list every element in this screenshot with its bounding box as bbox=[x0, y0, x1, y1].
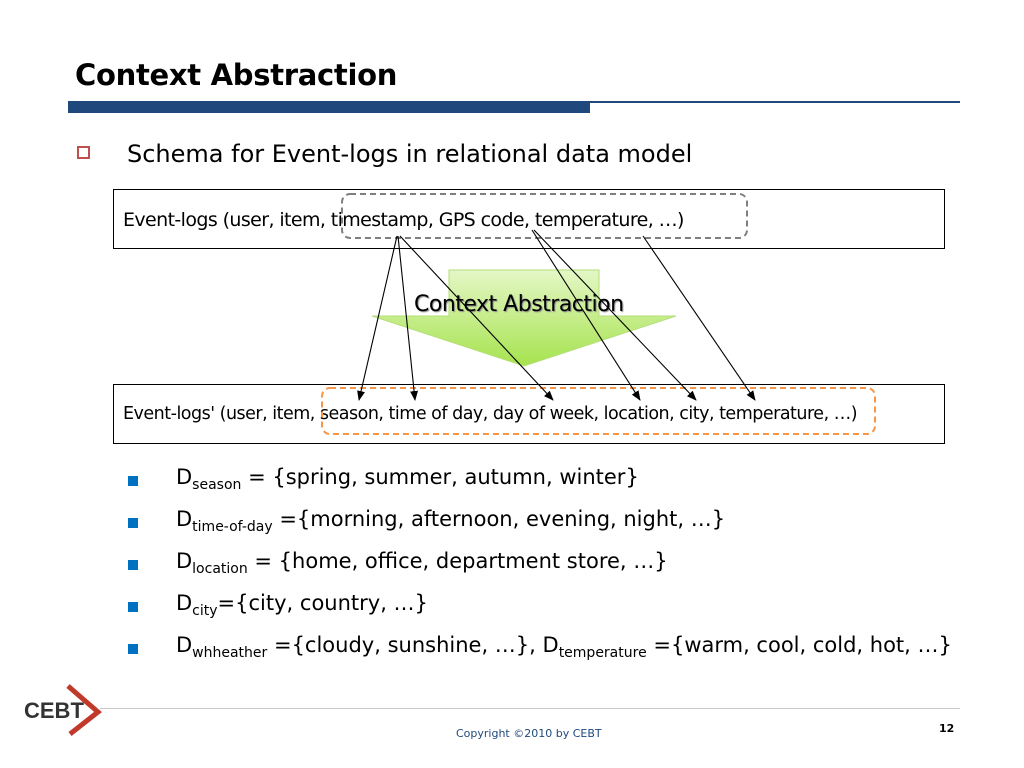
hollow-square-bullet-icon bbox=[77, 146, 90, 159]
square-bullet-icon bbox=[128, 602, 138, 612]
arrow-timestamp-day-of-week bbox=[399, 235, 554, 401]
square-bullet-icon bbox=[128, 644, 138, 654]
target-schema-text: Event-logs' (user, item, season, time of… bbox=[123, 404, 858, 424]
square-bullet-icon bbox=[128, 476, 138, 486]
logo-text: CEBT bbox=[24, 698, 84, 723]
abstraction-label: Context Abstraction bbox=[414, 292, 624, 317]
target-highlight-dashed-box bbox=[321, 387, 876, 435]
title-underline-bar bbox=[68, 101, 590, 113]
arrow-timestamp-time-of-day bbox=[397, 235, 419, 401]
source-highlight-dashed-box bbox=[341, 193, 748, 239]
arrow-gps-city bbox=[533, 229, 697, 401]
arrow-gps-location bbox=[531, 229, 641, 401]
section-heading: Schema for Event-logs in relational data… bbox=[127, 140, 693, 168]
domain-definition: Dwhheather ={cloudy, sunshine, …}, Dtemp… bbox=[176, 633, 952, 661]
cebt-logo: CEBT bbox=[24, 684, 102, 736]
source-schema-text: Event-logs (user, item, timestamp, GPS c… bbox=[123, 209, 684, 231]
title-underline-rule bbox=[590, 101, 960, 103]
domain-definition: Dseason = {spring, summer, autumn, winte… bbox=[176, 465, 639, 493]
copyright-text: Copyright ©2010 by CEBT bbox=[456, 727, 602, 740]
arrow-temperature-temperature bbox=[642, 235, 756, 401]
page-number: 12 bbox=[939, 722, 955, 735]
square-bullet-icon bbox=[128, 560, 138, 570]
domain-definition: Dcity={city, country, …} bbox=[176, 591, 428, 619]
footer-divider bbox=[100, 708, 960, 709]
arrow-timestamp-season bbox=[357, 235, 398, 401]
page-title: Context Abstraction bbox=[75, 58, 398, 92]
domain-definition: Dtime-of-day ={morning, afternoon, eveni… bbox=[176, 507, 726, 535]
domain-definition: Dlocation = {home, office, department st… bbox=[176, 549, 668, 577]
square-bullet-icon bbox=[128, 518, 138, 528]
